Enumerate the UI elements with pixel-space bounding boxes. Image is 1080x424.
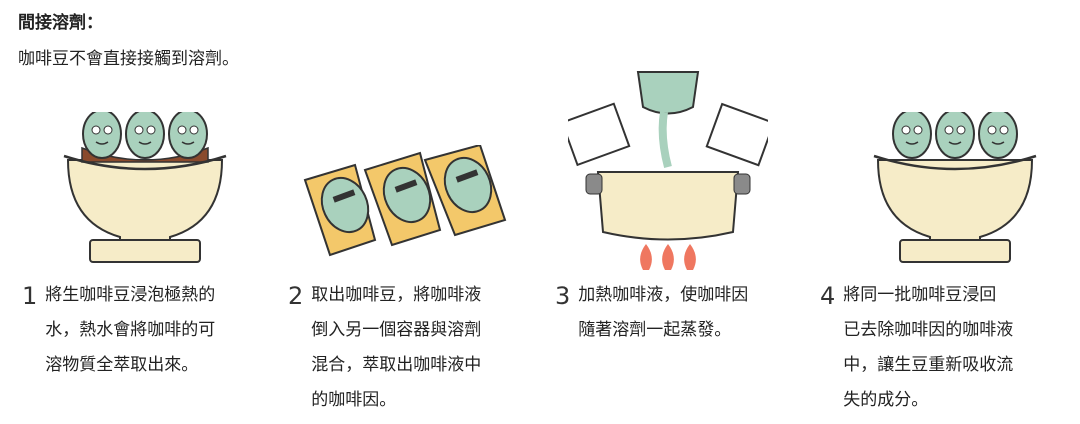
diagram-title: 間接溶劑： [18, 13, 103, 33]
step-line: 的咖啡因。 [311, 390, 397, 410]
step-line: 失的成分。 [843, 390, 929, 410]
bean [82, 112, 122, 159]
step-3: 3 加熱咖啡液，使咖啡因 隨著溶劑一起蒸發。 [555, 282, 805, 348]
step-line: 已去除咖啡因的咖啡液 [843, 320, 1014, 340]
step-text: 加熱咖啡液，使咖啡因 隨著溶劑一起蒸發。 [578, 278, 748, 348]
flame-icon [640, 244, 696, 270]
bean [168, 112, 208, 159]
step-text: 取出咖啡豆，將咖啡液 倒入另一個容器與溶劑 混合，萃取出咖啡液中 的咖啡因。 [311, 278, 481, 418]
step-line: 溶物質全萃取出來。 [45, 355, 199, 375]
lounge-chair [423, 145, 507, 237]
step-line: 混合，萃取出咖啡液中 [311, 355, 482, 375]
step-2: 2 取出咖啡豆，將咖啡液 倒入另一個容器與溶劑 混合，萃取出咖啡液中 的咖啡因。 [288, 282, 538, 418]
diagram-subtitle: 咖啡豆不會直接接觸到溶劑。 [18, 49, 239, 69]
step-line: 隨著溶劑一起蒸發。 [578, 320, 732, 340]
step-text: 將同一批咖啡豆浸回 已去除咖啡因的咖啡液 中，讓生豆重新吸收流 失的成分。 [843, 278, 1013, 418]
step-number: 4 [820, 282, 836, 310]
step-line: 水，熱水會將咖啡的可 [45, 320, 216, 340]
step-line: 將生咖啡豆浸泡極熱的 [45, 285, 216, 305]
step-1: 1 將生咖啡豆浸泡極熱的 水，熱水會將咖啡的可 溶物質全萃取出來。 [22, 282, 272, 383]
step-text: 將生咖啡豆浸泡極熱的 水，熱水會將咖啡的可 溶物質全萃取出來。 [45, 278, 215, 383]
bean [125, 112, 165, 159]
bean [892, 112, 932, 159]
bean [935, 112, 975, 159]
bowl-of-beans-in-hot-water-icon [63, 112, 227, 263]
step-line: 取出咖啡豆，將咖啡液 [311, 285, 482, 305]
step-number: 3 [555, 282, 571, 310]
step-number: 1 [22, 282, 38, 310]
step-line: 將同一批咖啡豆浸回 [843, 285, 997, 305]
heated-pot-with-solvent-icon [568, 71, 768, 270]
lounge-chair [303, 163, 377, 257]
step-line: 加熱咖啡液，使咖啡因 [578, 285, 749, 305]
bowl-of-beans-reabsorb-icon [873, 112, 1037, 263]
bean [978, 112, 1018, 159]
step-4: 4 將同一批咖啡豆浸回 已去除咖啡因的咖啡液 中，讓生豆重新吸收流 失的成分。 [820, 282, 1070, 418]
step-number: 2 [288, 282, 304, 310]
beans-on-lounge-chairs-icon [303, 145, 507, 257]
step-line: 倒入另一個容器與溶劑 [311, 320, 482, 340]
lounge-chair [363, 151, 442, 247]
step-line: 中，讓生豆重新吸收流 [843, 355, 1014, 375]
